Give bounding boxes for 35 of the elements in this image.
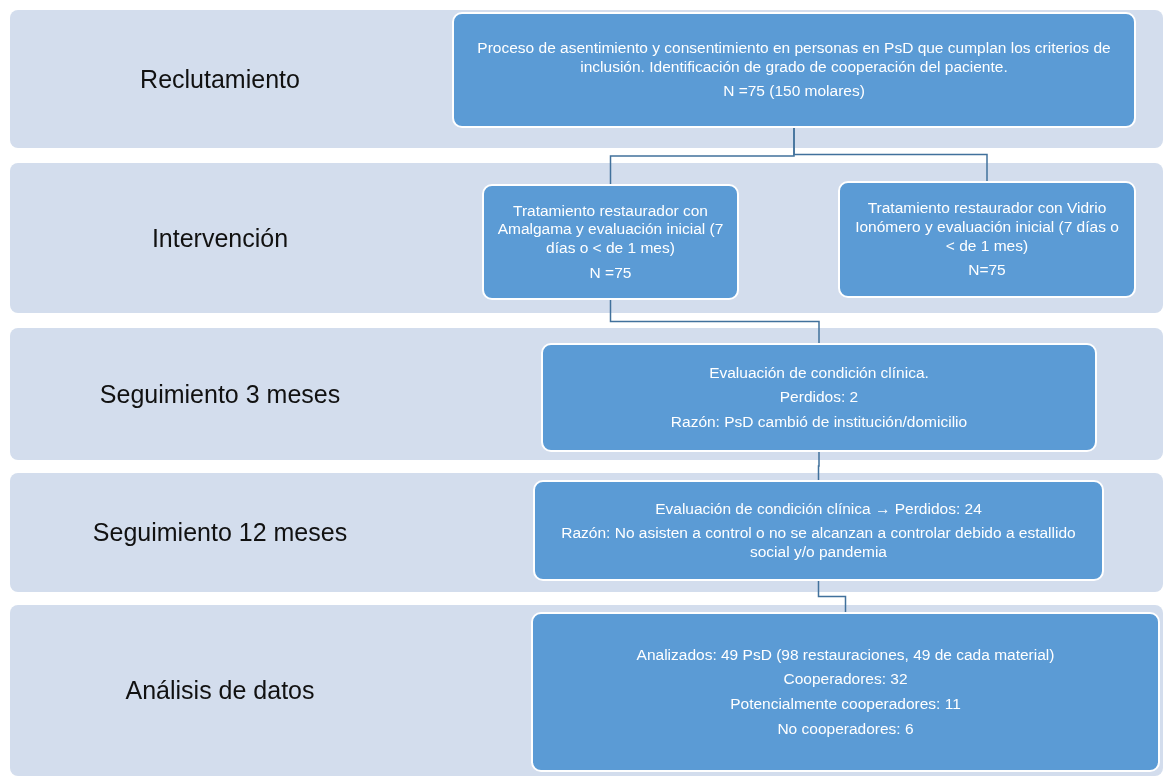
box-text: Potencialmente cooperadores: 11: [730, 695, 961, 714]
box-text: N =75 (150 molares): [723, 82, 865, 101]
stage-label: Reclutamiento: [139, 63, 301, 95]
process-box: [482, 184, 739, 300]
box-text: N=75: [968, 261, 1006, 280]
stage-label: Seguimiento 3 meses: [98, 378, 342, 410]
process-box: [452, 12, 1136, 128]
stage-band: [10, 163, 1163, 313]
connector-line: [609, 299, 820, 344]
process-box: [531, 612, 1160, 772]
box-text: Proceso de asentimiento y consentimiento en personas en PsD que cumplan los criterios de inclusión. Identificación de grado de cooperación del paciente.: [476, 39, 1112, 77]
process-box: [533, 480, 1104, 581]
box-text: Cooperadores: 32: [783, 670, 908, 689]
stage-band: [10, 473, 1163, 592]
box-text: N =75: [589, 263, 632, 283]
box-text: Razón: No asisten a control o no se alcanzan a controlar debido a estallido social y/o pandemia: [560, 524, 1077, 562]
stage-band: [10, 605, 1163, 776]
box-text: Tratamiento restaurador con Amalgama y evaluación inicial (7 días o < de 1 mes): [496, 201, 725, 258]
stage-band: [10, 328, 1163, 460]
box-text: No cooperadores: 6: [777, 719, 914, 739]
box-text: Evaluación de condición clínica.: [709, 363, 929, 383]
connector-line: [817, 580, 847, 613]
stage-label: Intervención: [150, 222, 290, 254]
box-text: Analizados: 49 PsD (98 restauraciones, 49 de cada material): [636, 645, 1055, 665]
stage-label: Seguimiento 12 meses: [91, 517, 349, 548]
stage-band: [10, 10, 1163, 148]
stage-label: Análisis de datos: [124, 675, 316, 706]
process-box: [838, 181, 1136, 298]
box-text: Perdidos: 2: [779, 388, 859, 407]
connector-line: [793, 127, 988, 182]
process-box: [541, 343, 1097, 452]
connector-line: [817, 451, 820, 481]
box-text: Razón: PsD cambió de institución/domicilio: [670, 412, 968, 432]
box-text: Evaluación de condición clínica → Perdidos: 24: [655, 499, 982, 519]
box-text: Tratamiento restaurador con Vidrio Ionómero y evaluación inicial (7 días o < de 1 mes): [854, 199, 1120, 256]
